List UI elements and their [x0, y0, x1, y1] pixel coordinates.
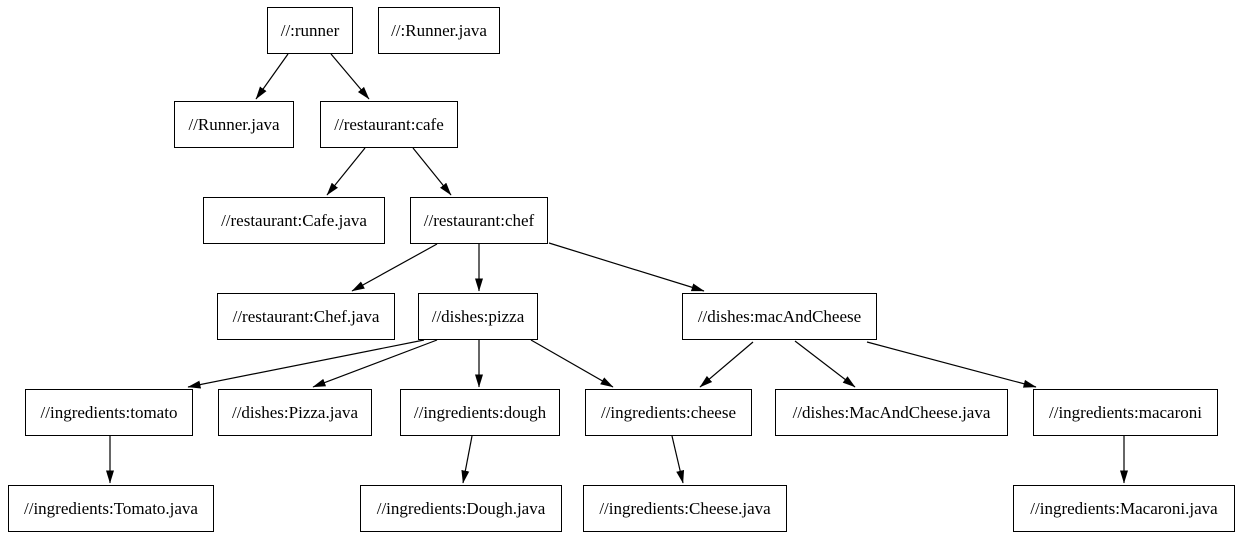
graph-node-tomato-java: //ingredients:Tomato.java	[8, 485, 214, 532]
edge-mac-and-cheese-to-cheese	[699, 341, 754, 388]
graph-node-label: //ingredients:tomato	[40, 403, 178, 422]
graph-node-label: //:runner	[280, 21, 340, 40]
graph-node-cafe-java: //restaurant:Cafe.java	[203, 197, 385, 244]
graph-node-runner-java: //Runner.java	[174, 101, 294, 148]
graph-node-dough-java: //ingredients:Dough.java	[360, 485, 562, 532]
graph-node-pizza: //dishes:pizza	[418, 293, 538, 340]
graph-node-label: //ingredients:Cheese.java	[599, 499, 771, 518]
graph-node-mac-and-cheese-java: //dishes:MacAndCheese.java	[775, 389, 1008, 436]
graph-node-label: //restaurant:chef	[423, 211, 535, 230]
graph-node-chef: //restaurant:chef	[410, 197, 548, 244]
graph-node-cheese: //ingredients:cheese	[585, 389, 752, 436]
graph-node-label: //ingredients:Macaroni.java	[1030, 499, 1218, 518]
edge-pizza-to-cheese	[530, 339, 614, 388]
edge-pizza-to-tomato	[187, 339, 425, 389]
graph-node-mac-and-cheese: //dishes:macAndCheese	[682, 293, 877, 340]
graph-node-label: //Runner.java	[188, 115, 280, 134]
graph-node-tomato: //ingredients:tomato	[25, 389, 193, 436]
graph-node-label: //dishes:macAndCheese	[697, 307, 862, 326]
graph-node-chef-java: //restaurant:Chef.java	[217, 293, 395, 340]
graph-node-runner-java-root: //:Runner.java	[378, 7, 500, 54]
edge-chef-to-chef-java	[351, 243, 438, 292]
graph-node-label: //ingredients:Tomato.java	[24, 499, 198, 518]
graph-node-label: //restaurant:cafe	[334, 115, 444, 134]
graph-node-dough: //ingredients:dough	[400, 389, 560, 436]
graph-node-label: //dishes:Pizza.java	[231, 403, 359, 422]
graph-node-label: //ingredients:macaroni	[1049, 403, 1202, 422]
graph-node-macaroni: //ingredients:macaroni	[1033, 389, 1218, 436]
edge-mac-and-cheese-to-mac-and-cheese-java	[794, 340, 856, 388]
graph-node-macaroni-java: //ingredients:Macaroni.java	[1013, 485, 1235, 532]
graph-node-pizza-java: //dishes:Pizza.java	[218, 389, 372, 436]
edge-runner-to-runner-java	[255, 53, 289, 100]
graph-node-label: //restaurant:Chef.java	[232, 307, 380, 326]
edge-pizza-to-pizza-java	[312, 339, 438, 388]
graph-node-cheese-java: //ingredients:Cheese.java	[583, 485, 787, 532]
edge-dough-to-dough-java	[461, 435, 473, 484]
edge-runner-to-cafe	[330, 53, 370, 100]
edge-cafe-to-chef	[412, 147, 452, 196]
graph-node-label: //dishes:pizza	[431, 307, 525, 326]
edge-chef-to-mac-and-cheese	[548, 242, 705, 292]
edge-cheese-to-cheese-java	[671, 435, 685, 484]
graph-node-label: //:Runner.java	[391, 21, 487, 40]
graph-node-label: //ingredients:dough	[413, 403, 547, 422]
graph-node-label: //ingredients:Dough.java	[376, 499, 546, 518]
edge-mac-and-cheese-to-macaroni	[866, 341, 1037, 388]
graph-node-label: //dishes:MacAndCheese.java	[792, 403, 991, 422]
graph-node-label: //ingredients:cheese	[600, 403, 736, 422]
graph-node-runner: //:runner	[267, 7, 353, 54]
edge-cafe-to-cafe-java	[326, 147, 366, 196]
graph-node-label: //restaurant:Cafe.java	[221, 211, 367, 230]
graph-node-cafe: //restaurant:cafe	[320, 101, 458, 148]
